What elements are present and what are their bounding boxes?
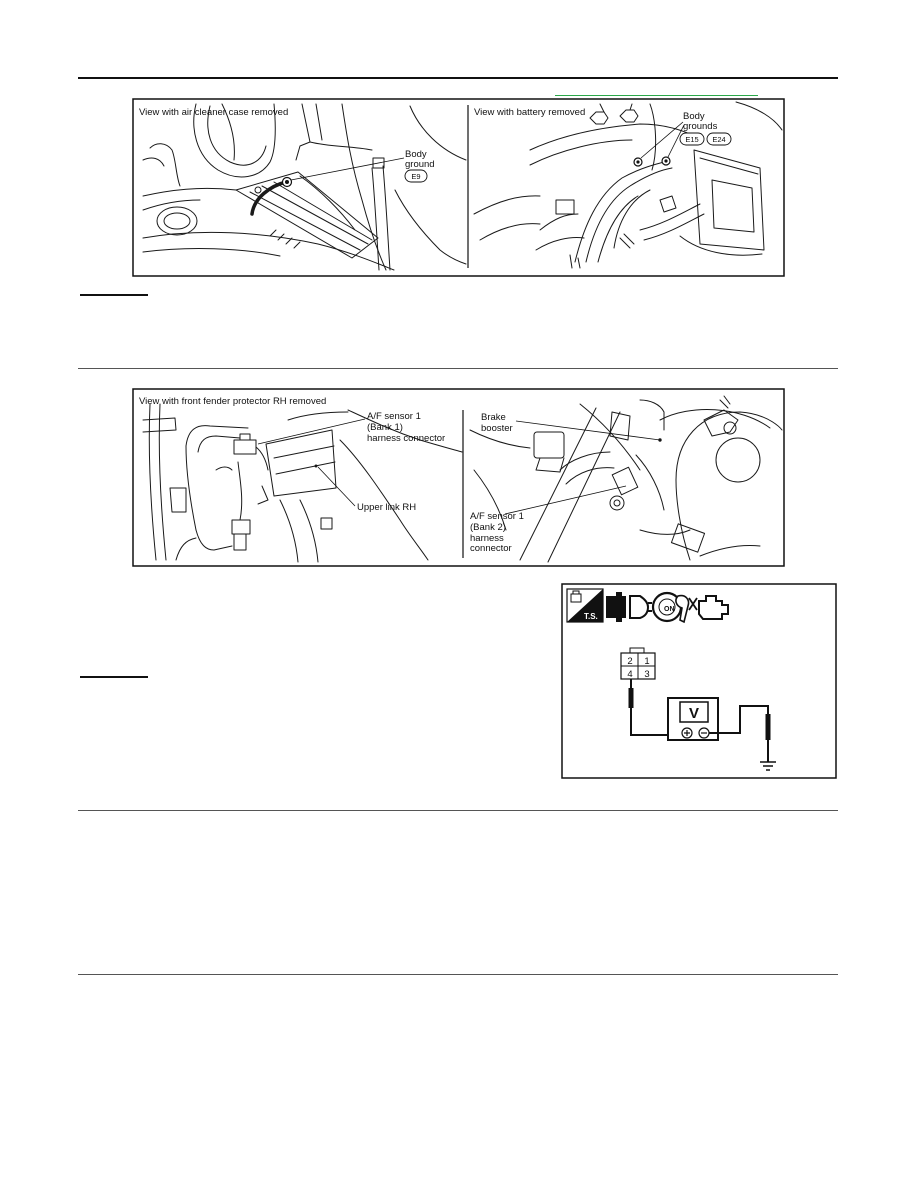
body-ground-leader bbox=[290, 157, 405, 181]
connector-id-e15: E15 bbox=[685, 135, 698, 144]
figure-frame bbox=[132, 388, 785, 567]
connector-id-badge bbox=[404, 169, 428, 183]
left-view-caption: View with front fender protector RH remo… bbox=[139, 396, 326, 407]
voltmeter: V bbox=[667, 697, 719, 741]
body-ground-bolt-icon bbox=[633, 157, 643, 167]
connector-id-e24: E24 bbox=[712, 135, 725, 144]
connector-pin-1: 1 bbox=[644, 656, 649, 667]
positive-probe-wire bbox=[630, 679, 668, 736]
connector-plug-icon bbox=[606, 592, 626, 622]
figure-af-sensor-connectors: View with front fender protector RH remo… bbox=[132, 388, 785, 567]
section-heading-underline bbox=[80, 294, 148, 296]
body-grounds-leader bbox=[640, 121, 685, 159]
connector-id-e9: E9 bbox=[411, 172, 420, 181]
section-rule bbox=[78, 974, 838, 975]
positive-terminal-icon bbox=[681, 727, 693, 739]
af-sensor-bank2-leader bbox=[504, 485, 627, 515]
section-rule bbox=[78, 368, 838, 369]
brake-booster-area-linework bbox=[469, 395, 783, 563]
body-ground-label-line1: Body bbox=[405, 149, 427, 160]
body-ground-label-line2: ground bbox=[405, 159, 435, 170]
harness-connector: 2 1 4 3 bbox=[620, 647, 656, 680]
header-rule bbox=[78, 77, 838, 79]
af-sensor-bank1-label-line2: (Bank 1) bbox=[367, 422, 403, 433]
engine-icon bbox=[688, 595, 729, 620]
figure-voltage-check: T.S. ON 2 1 4 3 V bbox=[561, 583, 837, 779]
body-ground-bolt-icon bbox=[661, 156, 671, 166]
engine-bay-left-linework bbox=[142, 103, 467, 271]
fender-area-linework bbox=[142, 403, 463, 563]
left-view-caption: View with air cleaner case removed bbox=[139, 107, 288, 118]
brake-booster-label-line2: booster bbox=[481, 423, 513, 434]
connector-pin-4: 4 bbox=[627, 669, 632, 680]
section-heading-underline bbox=[80, 676, 148, 678]
right-view-caption: View with battery removed bbox=[474, 107, 585, 118]
engine-bay-right-linework bbox=[473, 101, 783, 269]
test-station-icon: T.S. bbox=[566, 588, 604, 623]
connector-pin-3: 3 bbox=[644, 669, 649, 680]
ground-icon bbox=[760, 761, 776, 771]
upper-link-leader bbox=[317, 466, 356, 507]
af-sensor-bank1-label-line3: harness connector bbox=[367, 433, 445, 444]
af-sensor-bank2-label-line3: harness bbox=[470, 533, 504, 544]
connector-id-badge bbox=[679, 132, 705, 146]
af-sensor-bank1-leader bbox=[257, 418, 366, 445]
af-sensor-bank2-label-line4: connector bbox=[470, 543, 512, 554]
figure-frame bbox=[132, 98, 785, 277]
negative-terminal-icon bbox=[698, 727, 710, 739]
body-grounds-label-line2: grounds bbox=[683, 121, 718, 132]
af-sensor-bank1-label-line1: A/F sensor 1 bbox=[367, 411, 421, 422]
figure-frame bbox=[561, 583, 837, 779]
connector-disconnected-icon bbox=[629, 595, 652, 619]
connector-pin-2: 2 bbox=[627, 656, 632, 667]
voltmeter-label: V bbox=[689, 705, 699, 722]
ignition-on-label: ON bbox=[664, 606, 675, 613]
ignition-on-icon: ON bbox=[651, 591, 690, 624]
connector-id-badge bbox=[706, 132, 732, 146]
brake-booster-label-line1: Brake bbox=[481, 412, 506, 423]
body-ground-bolt-icon bbox=[281, 176, 293, 188]
af-sensor-bank2-label-line2: (Bank 2) bbox=[470, 522, 506, 533]
figure-body-grounds: View with air cleaner case removed Body … bbox=[132, 98, 785, 277]
section-rule bbox=[78, 810, 838, 811]
brake-booster-leader bbox=[515, 420, 661, 441]
af-sensor-bank2-label-line1: A/F sensor 1 bbox=[470, 511, 524, 522]
upper-link-label: Upper link RH bbox=[357, 502, 416, 513]
body-grounds-label-line1: Body bbox=[683, 111, 705, 122]
test-station-label: T.S. bbox=[584, 612, 598, 621]
reference-link-underline[interactable] bbox=[555, 95, 758, 96]
